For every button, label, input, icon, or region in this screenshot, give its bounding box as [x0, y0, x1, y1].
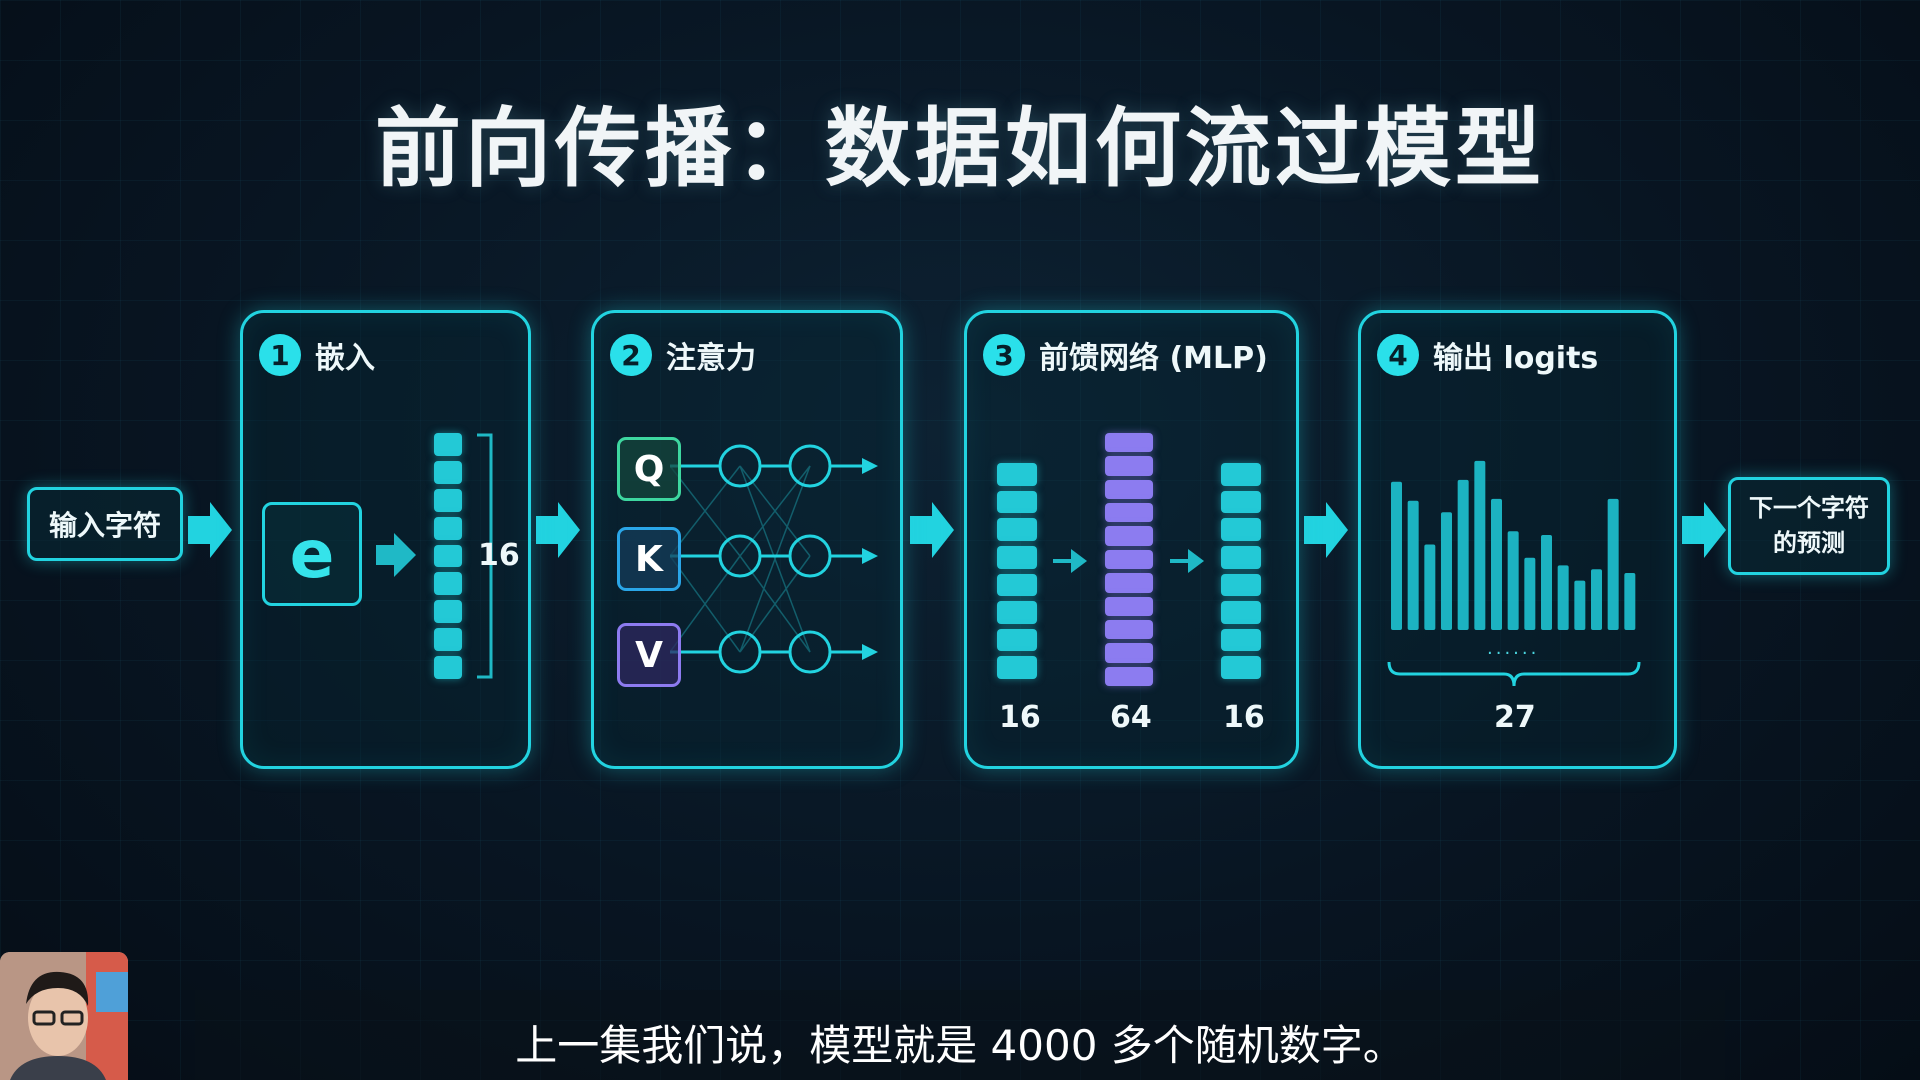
vector-cell: [434, 572, 462, 596]
dimension-bracket-icon: [477, 433, 493, 679]
logit-bar: [1607, 498, 1619, 630]
vector-cell: [1221, 656, 1261, 679]
logit-bar: [1457, 479, 1469, 630]
step-label: 前馈网络 (MLP): [1039, 341, 1268, 376]
hidden-vector-cell: [1105, 643, 1153, 663]
step-header: 3 前馈网络 (MLP): [983, 333, 1268, 377]
vector-cell: [434, 460, 462, 484]
vector-cell: [1221, 463, 1261, 486]
vector-cell: [1221, 628, 1261, 652]
step-number-badge: 2: [610, 334, 652, 376]
vector-cell: [434, 433, 462, 456]
logits-bracket-icon: [1387, 661, 1641, 687]
logit-bar: [1424, 544, 1436, 630]
embedding-vector: [434, 433, 462, 679]
step-label: 注意力: [666, 341, 756, 376]
char-token-box: e: [262, 502, 362, 606]
vector-cell: [997, 463, 1037, 486]
logit-bar: [1491, 498, 1502, 630]
flow-arrow-icon: [910, 502, 954, 558]
logit-bar: [1541, 535, 1552, 630]
value-box: V: [617, 623, 681, 687]
small-arrow-icon: [376, 533, 416, 577]
vector-cell: [1221, 601, 1261, 624]
logit-bar: [1407, 500, 1419, 630]
vector-cell: [997, 601, 1037, 624]
step-header: 1 嵌入: [259, 333, 375, 377]
vector-cell: [997, 573, 1037, 597]
flow-arrow-icon: [188, 502, 232, 558]
vector-cell: [434, 656, 462, 679]
next-char-prediction-box: 下一个字符 的预测: [1728, 477, 1890, 575]
logit-bar: [1474, 460, 1486, 630]
prediction-label-line2: 的预测: [1773, 529, 1845, 557]
hidden-vector-cell: [1105, 573, 1153, 593]
vector-cell: [434, 544, 462, 568]
page-title: 前向传播：数据如何流过模型: [375, 99, 1545, 199]
hidden-vector-cell: [1105, 619, 1153, 640]
input-char-label: 输入字符: [48, 509, 161, 542]
embedding-dim-label: 16: [478, 538, 520, 573]
logit-bar: [1441, 512, 1452, 630]
logits-count-label: 27: [1494, 700, 1536, 735]
vector-cell: [997, 518, 1037, 541]
vector-cell: [1221, 490, 1261, 514]
subtitle-bar: [195, 990, 1725, 1080]
hidden-vector-cell: [1105, 549, 1153, 570]
step-number-badge: 4: [1377, 334, 1419, 376]
hidden-vector-cell: [1105, 666, 1153, 686]
hidden-vector-cell: [1105, 596, 1153, 616]
logit-bar: [1507, 531, 1519, 630]
hidden-vector-cell: [1105, 479, 1153, 500]
key-box: K: [617, 527, 681, 591]
flow-arrow-icon: [536, 502, 580, 558]
logit-bar: [1524, 557, 1536, 630]
vector-cell: [997, 628, 1037, 652]
logit-bar: [1574, 580, 1586, 630]
logit-bar: [1624, 573, 1636, 630]
presenter-webcam-icon: [0, 952, 128, 1080]
vector-cell: [997, 490, 1037, 514]
hidden-vector-cell: [1105, 456, 1153, 476]
vector-cell: [1221, 518, 1261, 541]
mlp-hidden-vector: [1105, 433, 1153, 686]
mlp-output-vector: [1221, 463, 1261, 679]
flow-arrow-icon: [1304, 502, 1348, 558]
input-char-box: 输入字符: [27, 487, 183, 561]
vector-cell: [434, 488, 462, 512]
step-number-badge: 1: [259, 334, 301, 376]
prediction-label-line1: 下一个字符: [1749, 494, 1869, 523]
video-subtitle: 上一集我们说，模型就是 4000 多个随机数字。: [515, 1021, 1405, 1070]
hidden-vector-cell: [1105, 433, 1153, 453]
vector-cell: [1221, 545, 1261, 569]
step-number-badge: 3: [983, 334, 1025, 376]
step-header: 4 输出 logits: [1377, 333, 1598, 377]
vector-cell: [997, 656, 1037, 679]
logit-bar: [1391, 481, 1402, 630]
mlp-input-dim-label: 16: [999, 700, 1041, 735]
step-label: 嵌入: [315, 341, 375, 376]
vector-cell: [434, 516, 462, 540]
hidden-vector-cell: [1105, 503, 1153, 523]
attention-network-diagram: [670, 444, 878, 674]
logits-ellipsis: ......: [1487, 638, 1540, 659]
mlp-output-dim-label: 16: [1223, 700, 1265, 735]
flow-arrow-icon: [1682, 502, 1726, 558]
logit-bar: [1557, 565, 1569, 630]
mlp-input-vector: [997, 463, 1037, 679]
step-header: 2 注意力: [610, 333, 756, 377]
step-label: 输出 logits: [1433, 341, 1599, 376]
mlp-hidden-dim-label: 64: [1110, 700, 1152, 735]
logits-bar-chart: [1391, 460, 1636, 630]
vector-cell: [997, 545, 1037, 569]
vector-cell: [1221, 573, 1261, 597]
logit-bar: [1591, 569, 1602, 630]
vector-cell: [434, 628, 462, 652]
small-arrow-icon: [1170, 549, 1204, 573]
vector-cell: [434, 600, 462, 624]
query-box: Q: [617, 437, 681, 501]
small-arrow-icon: [1053, 549, 1087, 573]
hidden-vector-cell: [1105, 526, 1153, 546]
